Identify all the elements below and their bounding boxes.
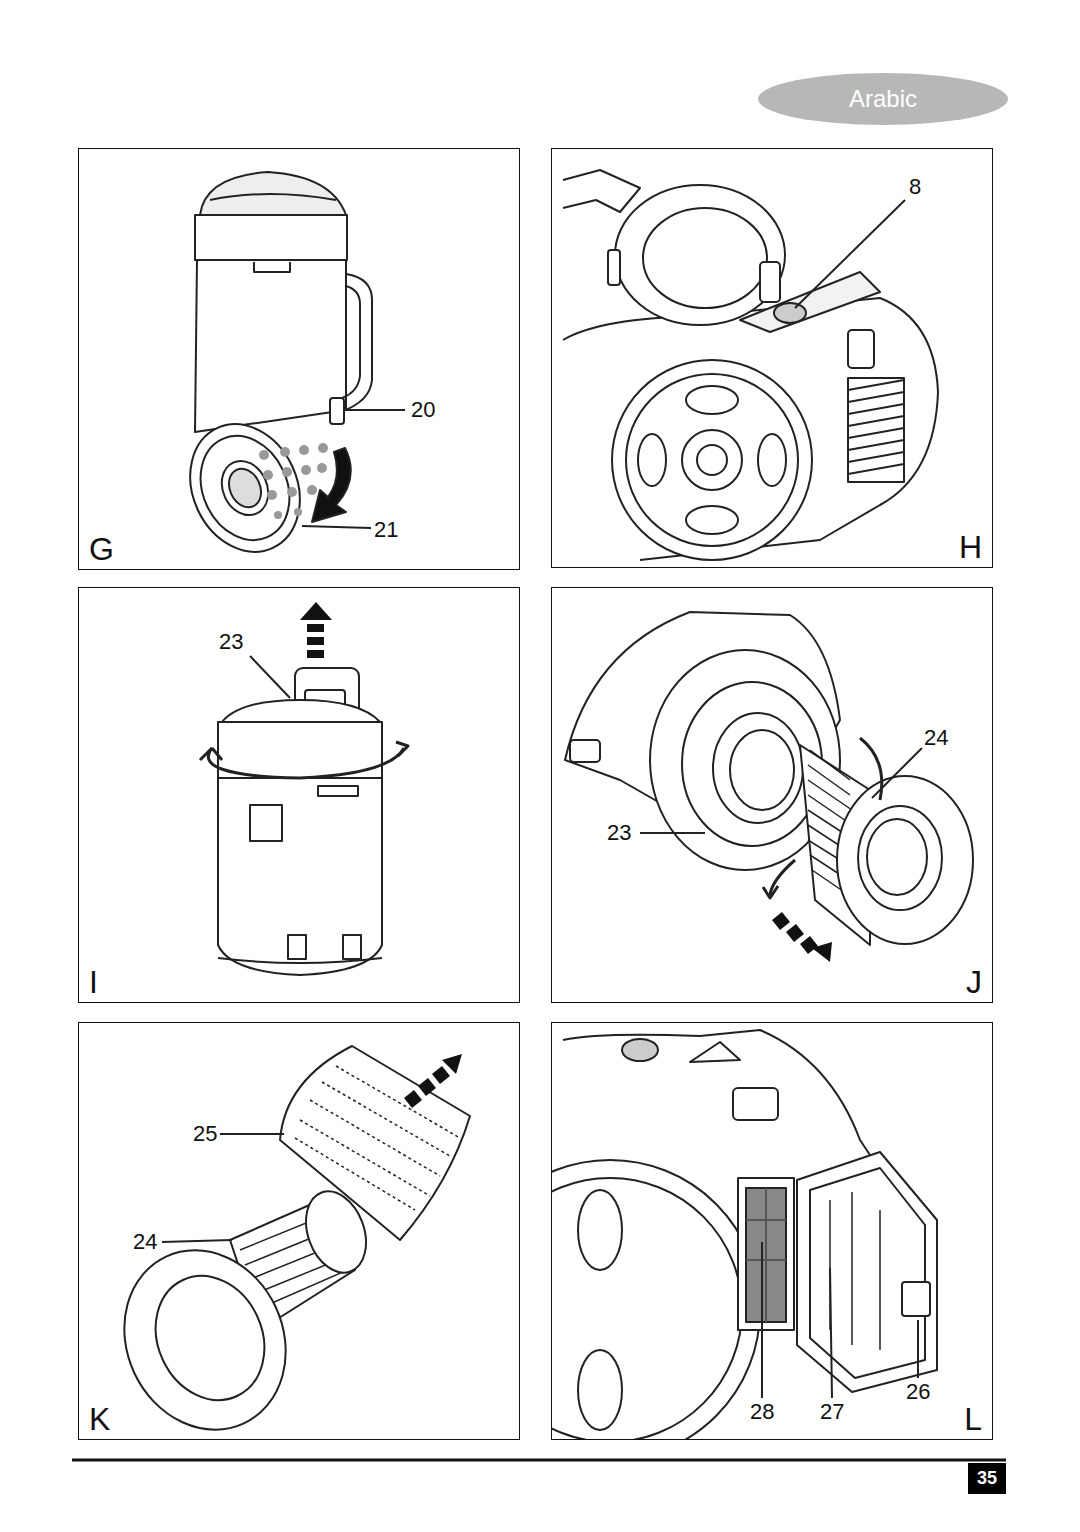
- panel-letter: H: [959, 531, 982, 563]
- panel-letter: G: [89, 533, 114, 565]
- language-tab: Arabic: [758, 73, 1008, 125]
- callout-number: 23: [607, 822, 631, 844]
- callout-number: 28: [750, 1401, 774, 1423]
- panel-letter: J: [966, 966, 982, 998]
- panel-letter: I: [89, 966, 98, 998]
- page-number-box: 35: [968, 1463, 1006, 1494]
- dust-container: [170, 172, 405, 569]
- filter-housing: [565, 612, 973, 962]
- vacuum-body: [563, 170, 938, 560]
- callout-number: 24: [133, 1231, 157, 1253]
- figure-panel: J: [551, 587, 993, 1003]
- callout-number: 27: [820, 1401, 844, 1423]
- figure-panel: G: [78, 148, 520, 570]
- callout-number: 23: [219, 631, 243, 653]
- figure-panel: L: [551, 1022, 993, 1440]
- callout-number: 24: [924, 727, 948, 749]
- language-label: Arabic: [849, 85, 917, 113]
- figure-panel: I: [78, 587, 520, 1003]
- callout-number: 21: [374, 519, 398, 541]
- panel-letter: L: [964, 1403, 982, 1435]
- exhaust-door: [552, 1030, 937, 1439]
- filter-parts: [95, 1046, 470, 1439]
- callout-number: 25: [193, 1123, 217, 1145]
- page-number: 35: [977, 1468, 997, 1489]
- callout-number: 26: [906, 1381, 930, 1403]
- footer-rule: [72, 1459, 1006, 1462]
- figure-panel: H: [551, 148, 993, 568]
- cyclone-unit: [200, 602, 408, 975]
- panel-letter: K: [89, 1403, 110, 1435]
- callout-number: 20: [411, 399, 435, 421]
- callout-number: 8: [909, 176, 921, 198]
